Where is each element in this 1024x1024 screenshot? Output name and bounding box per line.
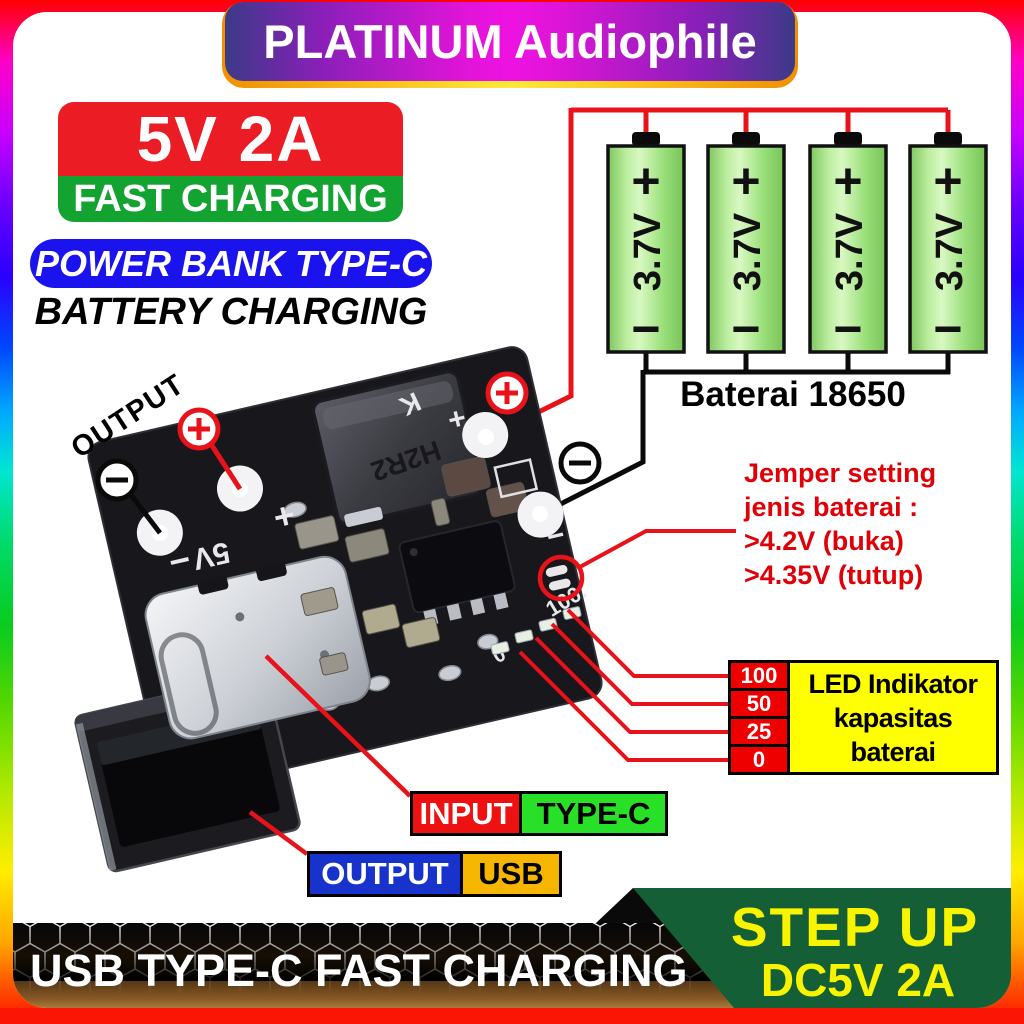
led-indicator-label: LED Indikator kapasitas baterai [790, 663, 996, 772]
battery-cell: + 3.7V − [606, 132, 686, 357]
footer-band: USB TYPE-C FAST CHARGING STEP UP DC5V 2A [13, 888, 1011, 1008]
battery-cell: + 3.7V − [808, 132, 888, 357]
jumper-pads [545, 564, 571, 591]
battery-bank: + 3.7V − + 3.7V − + 3.7V − + [606, 132, 988, 414]
output-port-label: USB [463, 851, 562, 897]
battery-voltage: 3.7V [829, 212, 871, 291]
input-label: INPUT [410, 791, 522, 836]
rating-text: 5V 2A [58, 102, 403, 176]
led-value-25: 25 [731, 719, 787, 744]
jumper-highlight-ring [537, 554, 585, 602]
battery-voltage: 3.7V [727, 212, 769, 291]
battery-cap [834, 132, 862, 146]
battery-plus: + [731, 153, 760, 209]
step-up-title: STEP UP [731, 896, 979, 958]
led-label-line: baterai [850, 736, 936, 767]
typec-leader [264, 654, 412, 798]
power-bank-badge: POWER BANK TYPE-C [30, 239, 432, 288]
ic-chip [398, 520, 516, 627]
jumper-note-line: Jemper setting [744, 458, 937, 488]
battery-cap [632, 132, 660, 146]
battery-voltage: 3.7V [929, 212, 971, 291]
led-indicator-box: 100 LED Indikator kapasitas baterai 50 2… [728, 660, 999, 775]
led-value-100: 100 [731, 663, 787, 688]
minus-icon [558, 441, 602, 485]
inductor: H2R2 [312, 370, 484, 526]
plus-icon [485, 371, 529, 415]
battery-minus: − [933, 301, 962, 357]
output-label: OUTPUT [307, 851, 463, 897]
battery-charging-text: BATTERY CHARGING [34, 291, 428, 333]
led-label-line: kapasitas [833, 702, 953, 733]
battery-cell: + 3.7V − [908, 132, 988, 357]
battery-cell: + 3.7V − [706, 132, 786, 357]
plus-icon [177, 407, 221, 451]
battery-plus: + [933, 153, 962, 209]
led-value-0: 0 [731, 747, 787, 772]
brand-banner: PLATINUM Audiophile [222, 2, 798, 88]
leader-lines [126, 439, 736, 856]
step-up-panel [633, 888, 1011, 1008]
battery-minus: − [833, 301, 862, 357]
footer-headline: USB TYPE-C FAST CHARGING [30, 945, 688, 996]
jumper-note-line: jenis baterai : [744, 492, 919, 522]
bottom-red-strip [0, 1008, 1024, 1024]
input-label-row: INPUT TYPE-C [410, 791, 668, 836]
fast-charging-text: FAST CHARGING [58, 176, 403, 222]
battery-cap [934, 132, 962, 146]
battery-voltage: 3.7V [627, 212, 669, 291]
led-value-50: 50 [731, 691, 787, 716]
battery-plus: + [833, 153, 862, 209]
battery-cap [732, 132, 760, 146]
output-label-row: OUTPUT USB [307, 851, 562, 897]
minus-icon [95, 458, 139, 502]
ribbon-fold [596, 888, 671, 923]
jumper-note: Jemper setting jenis baterai : >4.2V (bu… [744, 456, 936, 592]
step-up-spec: DC5V 2A [761, 954, 955, 1006]
brand-title: PLATINUM Audiophile [225, 2, 795, 81]
jumper-note-line: >4.35V (tutup) [744, 560, 924, 590]
battery-minus: − [731, 301, 760, 357]
usb-leader [248, 810, 309, 856]
rating-badge: 5V 2A FAST CHARGING [58, 102, 403, 222]
smd-components [294, 456, 529, 676]
pcb-board: H2R2 [74, 346, 603, 873]
input-port-label: TYPE-C [522, 791, 668, 836]
negative-wire [539, 370, 646, 517]
battery-plus: + [631, 153, 660, 209]
led-label-line: LED Indikator [808, 668, 978, 699]
silk-5v: 5V [190, 535, 233, 575]
battery-bank-label: Baterai 18650 [680, 375, 906, 414]
jumper-note-line: >4.2V (buka) [744, 526, 904, 556]
silk-battery-icon [493, 458, 539, 499]
battery-minus: − [631, 301, 660, 357]
polarity-symbols [95, 371, 602, 602]
